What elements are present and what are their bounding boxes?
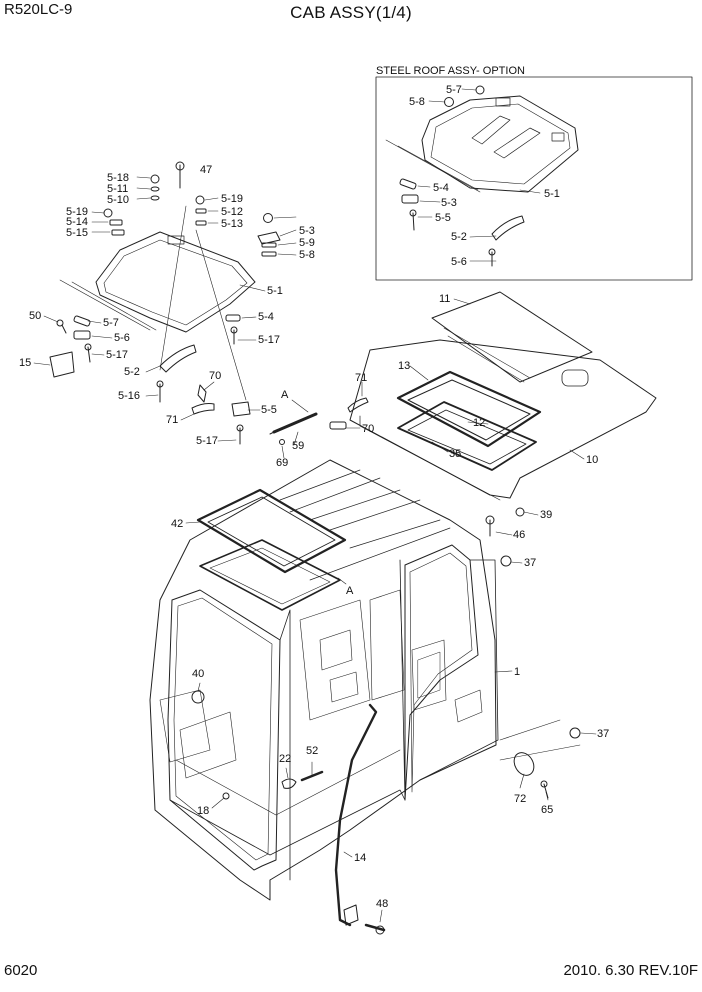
callout-72: 72	[514, 793, 526, 805]
roof-fasteners	[485, 507, 581, 739]
callout-13: 13	[398, 360, 410, 372]
hatch-small-parts	[49, 161, 369, 445]
callout-5-19: 5-19	[221, 193, 243, 205]
callout-5-17-bottom: 5-17	[196, 435, 218, 447]
callout-1: 1	[514, 666, 520, 678]
callout-37-bottom: 37	[597, 728, 609, 740]
grab-handle	[334, 703, 378, 927]
callout-5-16: 5-16	[118, 390, 140, 402]
callout-5-7-left: 5-7	[103, 317, 119, 329]
callout-69: 69	[276, 457, 288, 469]
callout-22: 22	[279, 753, 291, 765]
callout-5-3: 5-3	[441, 197, 457, 209]
page-number: 6020	[4, 962, 38, 979]
revision-date: 2010. 6.30 REV.10F	[563, 962, 698, 979]
callout-5-2: 5-2	[451, 231, 467, 243]
callout-A-top: A	[281, 389, 289, 401]
roof-cover	[349, 339, 657, 501]
callout-5-4: 5-4	[433, 182, 449, 194]
callout-5-13: 5-13	[221, 218, 243, 230]
callout-5-3-left: 5-3	[299, 225, 315, 237]
roof-leader-lines	[409, 298, 597, 735]
callout-5-17-left: 5-17	[106, 349, 128, 361]
callout-70-right: 70	[362, 423, 374, 435]
callout-5-15: 5-15	[66, 227, 88, 239]
callout-5-6: 5-6	[451, 256, 467, 268]
callout-5-5-left: 5-5	[261, 404, 277, 416]
callout-10: 10	[586, 454, 598, 466]
option-small-parts	[399, 85, 525, 267]
callout-39: 39	[540, 509, 552, 521]
callout-5-8-left: 5-8	[299, 249, 315, 261]
callout-A-bottom: A	[346, 585, 354, 597]
callout-50: 50	[29, 310, 41, 322]
callout-15: 15	[19, 357, 31, 369]
callout-35: 35	[449, 448, 461, 460]
callout-5-19-left: 5-19	[66, 206, 88, 218]
roof-hatch-panel	[95, 231, 256, 333]
callout-5-1: 5-1	[544, 188, 560, 200]
callout-65: 65	[541, 804, 553, 816]
callout-5-4-left: 5-4	[258, 311, 274, 323]
callout-5-14: 5-14	[66, 216, 88, 228]
callout-14: 14	[354, 852, 366, 864]
callout-5-9: 5-9	[299, 237, 315, 249]
sunroof-frame	[396, 370, 542, 471]
option-box-frame	[375, 76, 693, 281]
callout-70-left: 70	[209, 370, 221, 382]
option-leader-lines	[385, 88, 541, 262]
option-box-label: STEEL ROOF ASSY- OPTION	[376, 65, 525, 77]
cab-frame	[149, 459, 499, 901]
callout-5-17-right: 5-17	[258, 334, 280, 346]
callout-71-left: 71	[166, 414, 178, 426]
callout-5-11: 5-11	[107, 183, 128, 195]
callout-5-10: 5-10	[107, 194, 129, 206]
callout-5-5: 5-5	[435, 212, 451, 224]
callout-5-2-left: 5-2	[124, 366, 140, 378]
callout-47: 47	[200, 164, 212, 176]
callout-40: 40	[192, 668, 204, 680]
cab-leader-lines	[185, 521, 581, 923]
callout-12: 12	[473, 417, 485, 429]
callout-5-1-left: 5-1	[267, 285, 283, 297]
hatch-leader-lines	[33, 176, 363, 459]
callout-5-12: 5-12	[221, 206, 243, 218]
sunroof-glass	[431, 291, 593, 383]
cab-small-parts	[191, 690, 549, 935]
roof-window-frame	[196, 488, 347, 611]
callout-46: 46	[513, 529, 525, 541]
callout-18: 18	[197, 805, 209, 817]
callout-48: 48	[376, 898, 388, 910]
callout-42: 42	[171, 518, 183, 530]
steel-roof-panel	[421, 95, 579, 193]
model-number: R520LC-9	[4, 1, 73, 18]
callout-11: 11	[439, 293, 450, 305]
callout-59: 59	[292, 440, 304, 452]
callout-52: 52	[306, 745, 318, 757]
callout-5-8: 5-8	[409, 96, 425, 108]
callout-5-6-left: 5-6	[114, 332, 130, 344]
callout-37-top: 37	[524, 557, 536, 569]
callout-labels: 5-7 5-8 5-4 5-3 5-5 5-2 5-6 5-1 47 5-18 …	[19, 84, 609, 910]
callout-5-18: 5-18	[107, 172, 129, 184]
callout-5-7: 5-7	[446, 84, 462, 96]
page-title: CAB ASSY(1/4)	[290, 3, 412, 22]
callout-71-right: 71	[355, 372, 367, 384]
